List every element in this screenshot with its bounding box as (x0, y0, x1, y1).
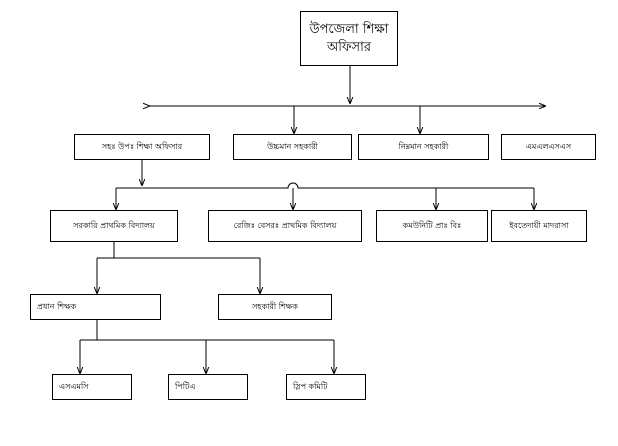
node-label: এমএলএসএস (525, 142, 572, 152)
node-level1-3: নিম্নমান সহকারী (358, 134, 489, 160)
node-label: ইবতেদায়ী মাদরাসা (509, 221, 569, 231)
node-label: পিটিএ (175, 382, 196, 392)
node-label: সরকারি প্রাথমিক বিদ্যালয় (73, 221, 155, 231)
node-label: রেজিঃ বেসরঃ প্রাথমিক বিদ্যালয় (233, 221, 337, 231)
node-level2-3: কমউনিটি প্রাঃ বিঃ (376, 210, 488, 242)
node-level4-3: স্লিপ কমিটি (286, 374, 366, 400)
node-root-label: উপজেলা শিক্ষা অফিসার (309, 21, 389, 55)
node-root: উপজেলা শিক্ষা অফিসার (300, 11, 398, 66)
node-level4-1: এসএমসি (52, 374, 132, 400)
node-level1-2: উচ্চমান সহকারী (233, 134, 352, 160)
node-label: এসএমসি (59, 382, 89, 392)
node-label: স্লিপ কমিটি (293, 382, 328, 392)
node-level4-2: পিটিএ (168, 374, 248, 400)
node-level3-1: প্রধান শিক্ষক (30, 294, 161, 320)
node-level3-2: সহকারী শিক্ষক (218, 294, 332, 320)
node-level2-2: রেজিঃ বেসরঃ প্রাথমিক বিদ্যালয় (208, 210, 362, 242)
node-label: সহঃ উপঃ শিক্ষা অফিসার (101, 142, 183, 152)
node-label: কমউনিটি প্রাঃ বিঃ (402, 221, 462, 231)
node-level2-4: ইবতেদায়ী মাদরাসা (491, 210, 587, 242)
node-level1-4: এমএলএসএস (501, 134, 596, 160)
node-level1-1: সহঃ উপঃ শিক্ষা অফিসার (74, 134, 210, 160)
node-label: প্রধান শিক্ষক (37, 302, 77, 312)
connector-l2-bus (116, 182, 534, 189)
node-level2-1: সরকারি প্রাথমিক বিদ্যালয় (50, 210, 178, 242)
node-label: সহকারী শিক্ষক (252, 302, 298, 312)
node-label: নিম্নমান সহকারী (398, 142, 449, 152)
node-label: উচ্চমান সহকারী (267, 142, 318, 152)
